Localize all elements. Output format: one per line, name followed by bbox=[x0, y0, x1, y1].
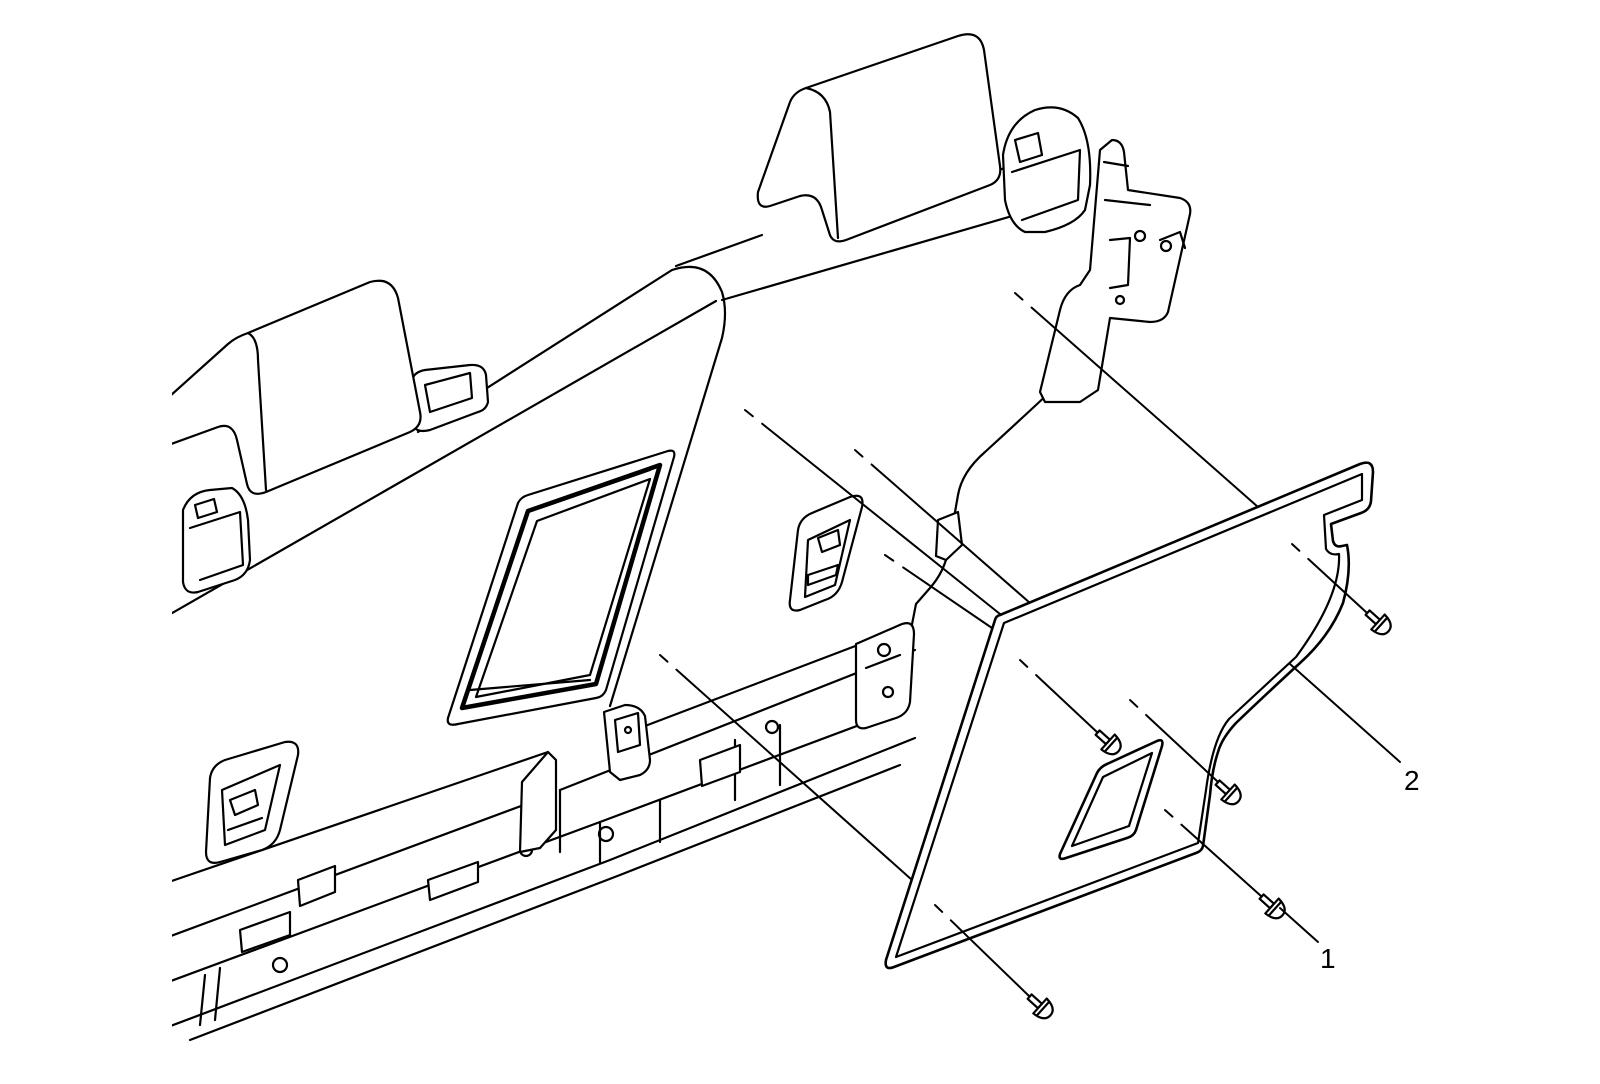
frame-hole bbox=[597, 825, 615, 843]
callout-2-leader bbox=[1289, 663, 1401, 763]
left-seat-latch-button bbox=[228, 788, 260, 817]
frame-rail-bottom bbox=[188, 763, 902, 1042]
leader-line bbox=[659, 654, 913, 881]
trim-panel-inner-edge bbox=[894, 472, 1364, 959]
headrests bbox=[172, 33, 1002, 495]
pass-through-frame-detail bbox=[468, 468, 652, 692]
left-seat-latch-bezel bbox=[220, 763, 282, 847]
leader-line bbox=[884, 554, 993, 629]
right-seat-bottom-edge bbox=[643, 643, 860, 728]
frame-box-right bbox=[698, 743, 742, 788]
leader-line bbox=[744, 409, 1001, 615]
left-hinge-bracket bbox=[518, 750, 558, 854]
side-pivot-bracket bbox=[1038, 138, 1192, 404]
bracket-bolt bbox=[1114, 294, 1126, 306]
seat-back-assembly bbox=[172, 33, 1192, 1042]
right-seat-latch bbox=[788, 494, 864, 612]
left-seat-bottom-edge bbox=[172, 750, 550, 883]
pass-through-opening bbox=[446, 449, 676, 726]
screw-collar bbox=[1373, 616, 1389, 633]
callout-2-label: 2 bbox=[1404, 765, 1420, 796]
seat-hinge-plate bbox=[613, 711, 642, 754]
screw bbox=[1258, 893, 1286, 920]
frame-hole bbox=[271, 956, 289, 974]
left-seat-rear-edge bbox=[172, 299, 718, 615]
frame-tab-left bbox=[198, 966, 222, 1027]
belt-slot-opening bbox=[423, 371, 474, 414]
leader-line bbox=[1014, 292, 1259, 508]
screws bbox=[1026, 609, 1392, 1020]
right-seat-latch-handle bbox=[806, 563, 840, 587]
lower-hardware-hole bbox=[876, 642, 892, 658]
side-pivot-bracket-detail bbox=[1102, 160, 1187, 290]
lower-seat-hardware bbox=[854, 622, 916, 730]
leader-lines-front bbox=[934, 543, 1367, 997]
screw bbox=[1214, 779, 1242, 806]
screw-collar bbox=[1035, 1000, 1051, 1017]
right-headrest-edge bbox=[804, 86, 840, 240]
leader-line bbox=[1291, 543, 1367, 613]
seat-hardware bbox=[181, 106, 1192, 864]
pass-through-frame-outer bbox=[446, 449, 676, 726]
screw bbox=[1026, 993, 1054, 1020]
frame-hole bbox=[764, 719, 780, 735]
right-headrest bbox=[756, 33, 1002, 243]
leader-line bbox=[1129, 699, 1218, 782]
callout-1-leader bbox=[1279, 907, 1319, 943]
trim-panel-outline bbox=[884, 461, 1375, 970]
right-seat-latch-bezel bbox=[803, 518, 852, 599]
screw-collar bbox=[1223, 786, 1239, 803]
frame-box-center bbox=[426, 860, 480, 902]
screw-collar bbox=[1267, 900, 1283, 917]
screw bbox=[1364, 609, 1392, 636]
leader-line bbox=[1019, 659, 1099, 734]
frame-clip bbox=[238, 910, 292, 954]
left-seat-latch-handle bbox=[226, 816, 264, 832]
seat-hinge-pin bbox=[623, 725, 633, 735]
frame-rail-lower bbox=[172, 736, 917, 1027]
callouts: 1 2 bbox=[1279, 663, 1420, 974]
trim-panel-access-hole bbox=[1058, 738, 1164, 861]
right-belt-guide-slot bbox=[1013, 131, 1044, 164]
callout-1-label: 1 bbox=[1320, 943, 1336, 974]
left-belt-guide-slot bbox=[193, 497, 219, 520]
leader-line bbox=[1164, 809, 1262, 897]
lower-hardware-hole bbox=[881, 685, 895, 699]
bracket-bolt bbox=[1133, 229, 1147, 243]
leader-line bbox=[854, 449, 1031, 604]
trim-panel bbox=[884, 461, 1375, 970]
panel-retainer-bracket bbox=[934, 510, 964, 562]
lower-seat-hardware-detail bbox=[864, 653, 902, 670]
screw-collar bbox=[1103, 736, 1119, 753]
trim-panel-access-hole-inner bbox=[1070, 751, 1154, 848]
pass-through-frame-trim bbox=[459, 462, 663, 711]
left-headrest bbox=[172, 279, 422, 495]
left-belt-guide bbox=[181, 486, 252, 594]
right-belt-guide-face bbox=[1010, 148, 1082, 222]
screw bbox=[1094, 729, 1122, 756]
bracket-bolt bbox=[1159, 239, 1173, 253]
seat-seam bbox=[608, 265, 727, 708]
left-belt-guide-face bbox=[188, 510, 245, 582]
right-seat-latch-button bbox=[816, 528, 842, 554]
left-headrest-edge bbox=[246, 331, 268, 492]
leader-lines-rear bbox=[659, 292, 1259, 881]
frame-box-left bbox=[296, 864, 337, 908]
frame-rail-upper-left bbox=[172, 794, 550, 937]
leader-line bbox=[934, 904, 1030, 997]
right-seat-rear-edge bbox=[720, 206, 1042, 302]
